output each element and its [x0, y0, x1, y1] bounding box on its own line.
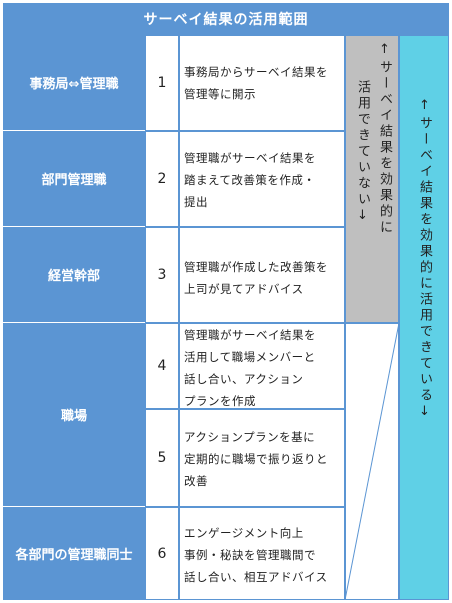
desc-line: プランを作成: [184, 394, 256, 408]
desc-line: 管理職が作成した改善策を: [184, 260, 328, 274]
row-description: 事務局からサーベイ結果を 管理等に開示: [179, 35, 345, 131]
row-number: 3: [145, 227, 179, 323]
desc-line: エンゲージメント向上: [184, 526, 304, 540]
desc-line: 上司が見てアドバイス: [184, 282, 304, 296]
row-description: エンゲージメント向上 事例・秘訣を管理職間で 話し合い、相互アドバイス: [179, 507, 345, 600]
row-number: 5: [145, 409, 179, 507]
desc-line: 管理職がサーベイ結果を: [184, 328, 316, 342]
desc-line: 定期的に職場で振り返りと: [184, 452, 328, 466]
desc-line: 活用して職場メンバーと: [184, 350, 316, 364]
desc-line: 踏まえて改善策を作成・: [184, 173, 316, 187]
desc-line: 話し合い、相互アドバイス: [184, 570, 328, 584]
desc-line: 改善: [184, 474, 208, 488]
used-block: ↑サーベイ結果を効果的に活用できている↓: [399, 35, 449, 600]
row-description: 管理職がサーベイ結果を 活用して職場メンバーと 話し合い、アクション プランを作…: [179, 323, 345, 409]
desc-line: 管理職がサーベイ結果を: [184, 151, 316, 165]
group-office-manager: 事務局⇔管理職: [3, 35, 145, 131]
row-number: 4: [145, 323, 179, 409]
desc-line: アクションプランを基に: [184, 430, 316, 444]
row-description: 管理職が作成した改善策を 上司が見てアドバイス: [179, 227, 345, 323]
usage-scope-table: サーベイ結果の活用範囲 事務局⇔管理職 部門管理職 経営幹部 職場 各部門の管理…: [3, 3, 449, 600]
desc-line: 話し合い、アクション: [184, 372, 304, 386]
desc-line: 事例・秘訣を管理職間で: [184, 548, 316, 562]
diagonal-divider: [344, 322, 400, 600]
not-used-line1: ↑サーベイ結果を効果的に: [377, 42, 392, 236]
row-number: 1: [145, 35, 179, 131]
not-used-block: ↑サーベイ結果を効果的に 活用できていない↓: [345, 35, 399, 323]
group-workplace: 職場: [3, 323, 145, 507]
row-description: 管理職がサーベイ結果を 踏まえて改善策を作成・ 提出: [179, 131, 345, 227]
used-text: ↑サーベイ結果を効果的に活用できている↓: [417, 98, 432, 422]
row-number: 2: [145, 131, 179, 227]
group-executives: 経営幹部: [3, 227, 145, 323]
row-description: アクションプランを基に 定期的に職場で振り返りと 改善: [179, 409, 345, 507]
desc-line: 事務局からサーベイ結果を: [184, 65, 328, 79]
table-title: サーベイ結果の活用範囲: [3, 3, 449, 35]
desc-line: 管理等に開示: [184, 87, 256, 101]
desc-line: 提出: [184, 195, 208, 209]
row-number: 6: [145, 507, 179, 600]
group-managers-peers: 各部門の管理職同士: [3, 507, 145, 600]
not-used-line2: 活用できていない↓: [355, 80, 370, 226]
group-dept-manager: 部門管理職: [3, 131, 145, 227]
